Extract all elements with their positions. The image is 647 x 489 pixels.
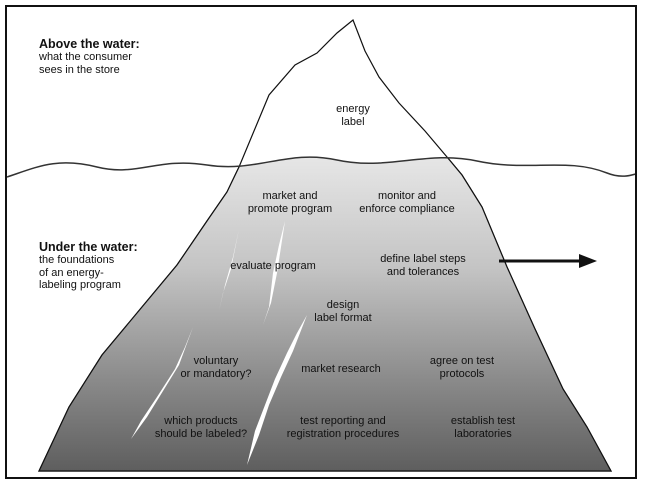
label-establish-labs: establish test laboratories — [450, 415, 516, 440]
label-design-format: design label format — [314, 299, 372, 324]
above-water-subtitle: what the consumer sees in the store — [39, 51, 132, 76]
label-which-products: which products should be labeled? — [154, 415, 248, 440]
label-market-promote: market and promote program — [247, 190, 333, 215]
under-water-subtitle: the foundations of an energy- labeling p… — [39, 254, 121, 291]
label-define-steps: define label steps and tolerances — [380, 253, 466, 278]
label-monitor-enforce: monitor and enforce compliance — [359, 190, 455, 215]
label-voluntary-mandatory: voluntary or mandatory? — [180, 355, 252, 380]
label-agree-protocols: agree on test protocols — [429, 355, 495, 380]
label-market-research: market research — [301, 363, 381, 375]
label-energy-label: energy label — [336, 103, 370, 128]
under-water-title: Under the water: — [39, 240, 138, 254]
above-water-title: Above the water: — [39, 37, 140, 51]
iceberg-diagram: Above the water: what the consumer sees … — [5, 5, 637, 479]
label-evaluate-program: evaluate program — [230, 260, 316, 272]
right-arrow-icon — [499, 254, 597, 268]
iceberg-illustration — [7, 19, 635, 472]
label-test-reporting: test reporting and registration procedur… — [286, 415, 400, 440]
ice-cracks — [131, 221, 307, 465]
water-line — [7, 156, 635, 178]
